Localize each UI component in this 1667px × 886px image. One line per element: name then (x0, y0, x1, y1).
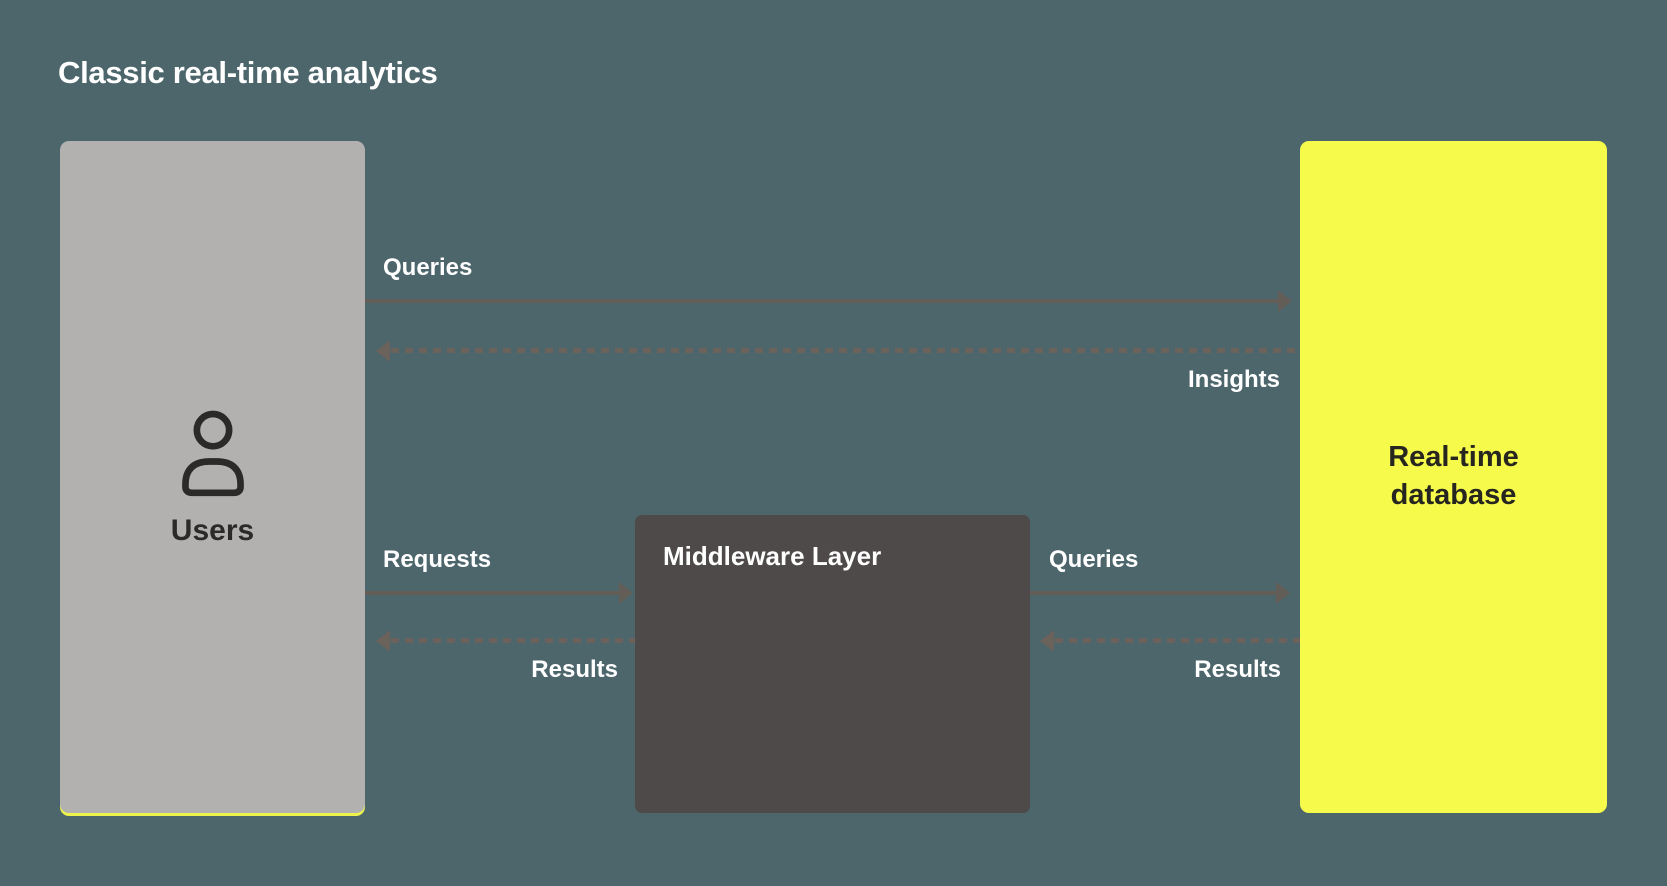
arrow-middleware-to-users (391, 638, 635, 643)
arrowhead-right-icon (619, 582, 633, 604)
node-middleware-label: Middleware Layer (663, 541, 882, 571)
edge-label-requests: Requests (383, 546, 492, 573)
node-database: Real-time database (1300, 141, 1607, 813)
arrow-users-to-middleware (365, 591, 620, 595)
arrowhead-right-icon (1278, 290, 1292, 312)
node-database-label: Real-time database (1388, 441, 1519, 511)
node-users: Users (60, 141, 365, 813)
arrow-middleware-to-database (1030, 591, 1277, 595)
arrow-database-to-users (391, 348, 1300, 353)
arrow-users-to-database (365, 299, 1279, 303)
arrowhead-left-icon (376, 340, 390, 362)
arrowhead-right-icon (1276, 582, 1290, 604)
edge-label-insights: Insights (1187, 366, 1280, 393)
edge-label-queries-middle: Queries (1049, 546, 1139, 573)
edge-label-results-right: Results (1194, 656, 1281, 683)
edge-label-results-left: Results (531, 656, 618, 683)
node-users-label: Users (170, 514, 255, 547)
node-middleware: Middleware Layer (635, 515, 1030, 813)
edge-label-queries-top: Queries (383, 254, 473, 281)
person-icon (175, 406, 251, 498)
arrowhead-left-icon (1040, 630, 1054, 652)
diagram-title: Classic real-time analytics (58, 55, 438, 90)
arrowhead-left-icon (376, 630, 390, 652)
arrow-database-to-middleware (1055, 638, 1300, 643)
